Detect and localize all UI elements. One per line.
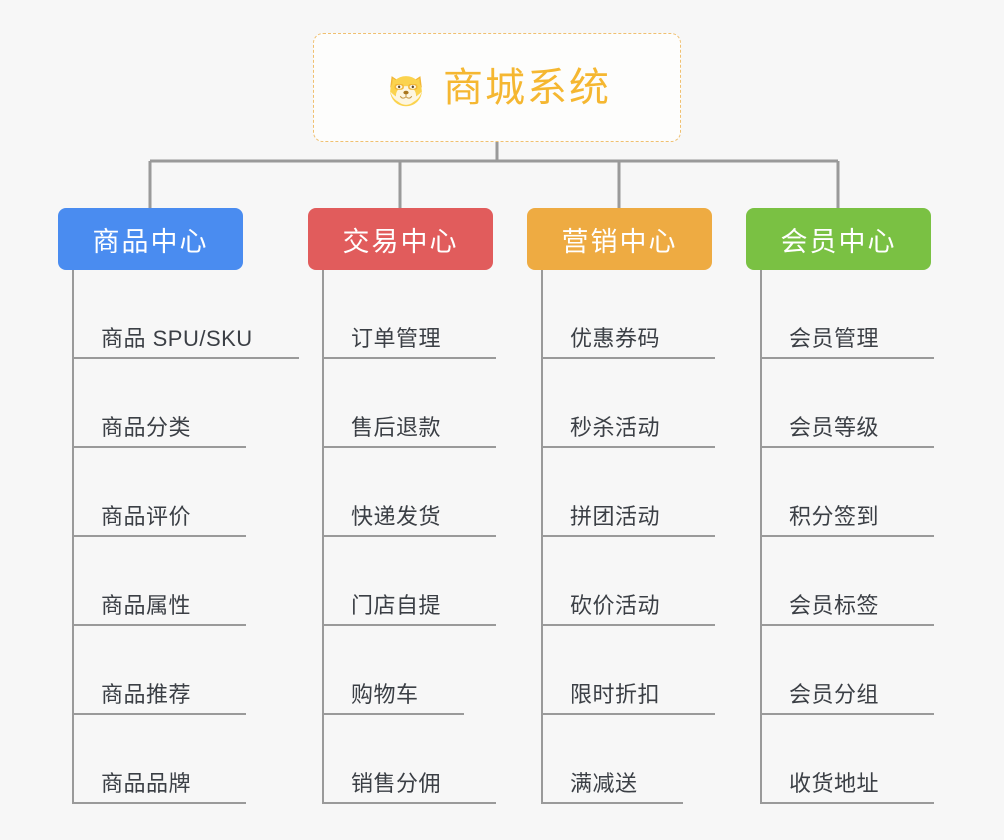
branch-item-label: 限时折扣 (570, 682, 661, 707)
branch-item[interactable]: 秒杀活动 (541, 359, 715, 448)
branch-item-list: 会员管理会员等级积分签到会员标签会员分组收货地址 (746, 270, 934, 804)
branch-item-label: 门店自提 (351, 593, 442, 618)
branch-item-label: 积分签到 (789, 504, 880, 529)
branch-item[interactable]: 积分签到 (760, 448, 934, 537)
branch-item[interactable]: 订单管理 (322, 270, 496, 359)
branch-item[interactable]: 商品 SPU/SKU (72, 270, 299, 359)
branch-item[interactable]: 商品评价 (72, 448, 246, 537)
branch-item[interactable]: 拼团活动 (541, 448, 715, 537)
branch-item-label: 优惠券码 (570, 326, 661, 351)
branch-item-label: 购物车 (351, 682, 419, 707)
root-node[interactable]: 商城系统 (313, 33, 681, 142)
branch-item-label: 商品品牌 (101, 771, 192, 796)
branch-item[interactable]: 收货地址 (760, 715, 934, 804)
branch-header-2[interactable]: 营销中心 (527, 208, 712, 270)
branch-item[interactable]: 限时折扣 (541, 626, 715, 715)
branch-item[interactable]: 优惠券码 (541, 270, 715, 359)
branch-item-label: 售后退款 (351, 415, 442, 440)
branch-item-label: 秒杀活动 (570, 415, 661, 440)
branch-item-label: 会员标签 (789, 593, 880, 618)
branch-item-label: 订单管理 (351, 326, 442, 351)
branch-column: 交易中心订单管理售后退款快递发货门店自提购物车销售分佣 (308, 208, 496, 804)
branch-item-label: 会员管理 (789, 326, 880, 351)
branch-item[interactable]: 满减送 (541, 715, 683, 804)
branch-column: 营销中心优惠券码秒杀活动拼团活动砍价活动限时折扣满减送 (527, 208, 715, 804)
branch-column: 会员中心会员管理会员等级积分签到会员标签会员分组收货地址 (746, 208, 934, 804)
branch-item-label: 销售分佣 (351, 771, 442, 796)
branch-item-label: 商品推荐 (101, 682, 192, 707)
branch-item[interactable]: 商品品牌 (72, 715, 246, 804)
branch-header-0[interactable]: 商品中心 (58, 208, 243, 270)
branch-item-list: 优惠券码秒杀活动拼团活动砍价活动限时折扣满减送 (527, 270, 715, 804)
branch-item-label: 拼团活动 (570, 504, 661, 529)
branch-item[interactable]: 会员等级 (760, 359, 934, 448)
branch-header-3[interactable]: 会员中心 (746, 208, 931, 270)
branch-item[interactable]: 商品推荐 (72, 626, 246, 715)
branch-item-label: 快递发货 (351, 504, 442, 529)
branch-item[interactable]: 砍价活动 (541, 537, 715, 626)
branch-item[interactable]: 会员标签 (760, 537, 934, 626)
branch-item[interactable]: 商品分类 (72, 359, 246, 448)
branch-item[interactable]: 购物车 (322, 626, 464, 715)
branch-item-label: 商品属性 (101, 593, 192, 618)
branch-item-list: 订单管理售后退款快递发货门店自提购物车销售分佣 (308, 270, 496, 804)
root-title: 商城系统 (443, 65, 611, 110)
branch-item[interactable]: 会员分组 (760, 626, 934, 715)
branch-item[interactable]: 快递发货 (322, 448, 496, 537)
branch-item-label: 砍价活动 (570, 593, 661, 618)
branch-item[interactable]: 销售分佣 (322, 715, 496, 804)
branch-item[interactable]: 门店自提 (322, 537, 496, 626)
branch-item-label: 收货地址 (789, 771, 880, 796)
shiba-inu-icon (383, 66, 429, 112)
branch-item[interactable]: 会员管理 (760, 270, 934, 359)
branch-item-label: 会员分组 (789, 682, 880, 707)
branch-item-label: 满减送 (570, 771, 638, 796)
branch-item[interactable]: 售后退款 (322, 359, 496, 448)
branch-column: 商品中心商品 SPU/SKU 商品分类商品评价商品属性商品推荐商品品牌 (58, 208, 299, 804)
branch-item-label: 会员等级 (789, 415, 880, 440)
branch-item-list: 商品 SPU/SKU 商品分类商品评价商品属性商品推荐商品品牌 (58, 270, 299, 804)
branch-item-label: 商品分类 (101, 415, 192, 440)
branch-header-1[interactable]: 交易中心 (308, 208, 493, 270)
branch-item[interactable]: 商品属性 (72, 537, 246, 626)
branch-item-label: 商品评价 (101, 504, 192, 529)
branch-item-label: 商品 SPU/SKU (101, 326, 253, 351)
